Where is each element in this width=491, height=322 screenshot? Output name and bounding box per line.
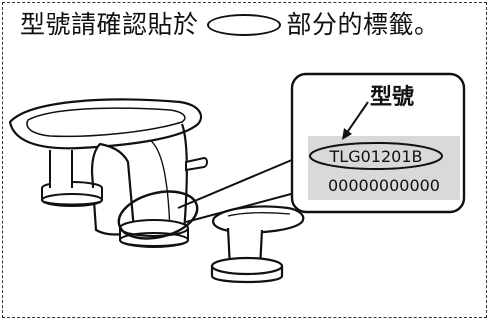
- model-heading: 型號: [370, 85, 414, 110]
- model-number-oval: [309, 142, 443, 170]
- serial-number: 00000000000: [328, 176, 440, 195]
- instruction-text-before: 型號請確認貼於: [20, 10, 199, 39]
- instruction-text: 型號請確認貼於 部分的標籤。: [20, 8, 440, 42]
- instruction-text-after: 部分的標籤。: [286, 10, 440, 39]
- model-number: TLG01201B: [329, 147, 423, 166]
- faucet-center-base-icon: [119, 219, 189, 248]
- faucet-base-icon: [41, 150, 103, 207]
- faucet-spout-icon: [8, 98, 203, 236]
- faucet-lever-icon: [185, 156, 208, 172]
- label-location-oval: [117, 190, 199, 240]
- callout-pointer: [177, 153, 307, 223]
- label-callout: 型號 TLG01201B 00000000000: [290, 72, 466, 214]
- faucet-handle-icon: [210, 205, 305, 284]
- oval-icon: [206, 14, 281, 36]
- dashed-frame: [2, 2, 487, 318]
